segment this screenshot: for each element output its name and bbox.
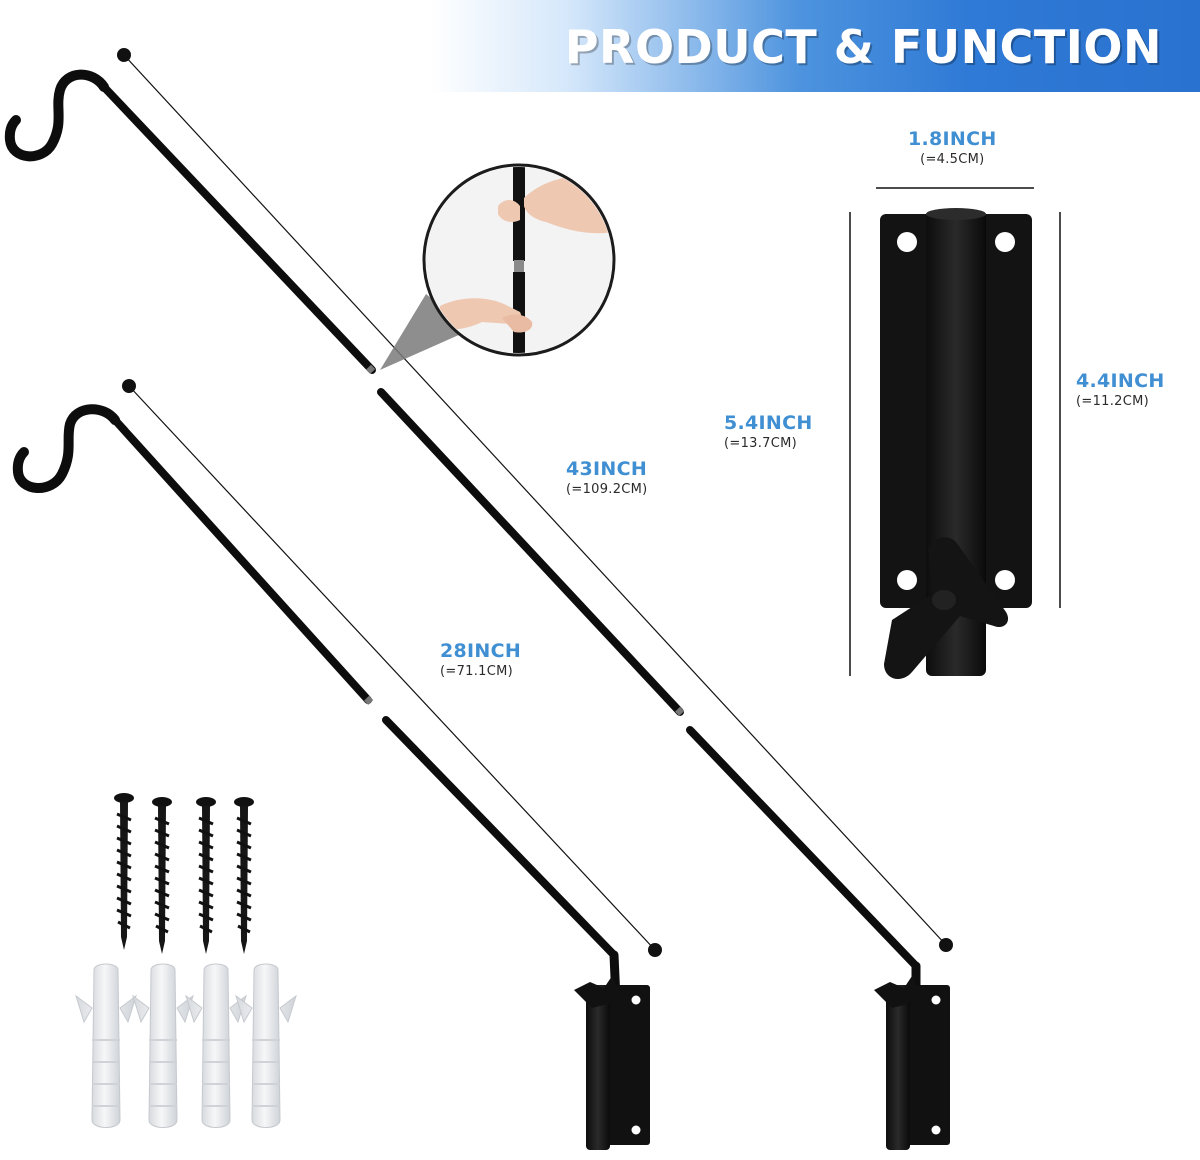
long-rod-dimension-line xyxy=(117,48,953,952)
short-rod-hook-icon xyxy=(12,404,120,493)
long-rod-length-label: 43INCH (=109.2CM) xyxy=(566,458,648,497)
anchors-set xyxy=(75,963,297,1128)
assembly-zoom-icon xyxy=(380,163,616,370)
bracket-width-value: 1.8INCH xyxy=(908,128,997,150)
bracket-plate-height-metric: (=11.2CM) xyxy=(1076,394,1149,409)
page-title: PRODUCT & FUNCTION xyxy=(564,20,1162,74)
bracket-width-label: 1.8INCH (=4.5CM) xyxy=(908,128,997,167)
anchor-icon xyxy=(235,963,297,1128)
anchor-icon xyxy=(75,963,137,1128)
long-rod-length-metric: (=109.2CM) xyxy=(566,482,648,497)
bracket-detail-icon xyxy=(880,208,1032,679)
long-rod-mount-bracket-icon xyxy=(874,976,950,1150)
bracket-total-height-label: 5.4INCH (=13.7CM) xyxy=(724,412,813,451)
screw-icon xyxy=(234,797,254,954)
short-rod-length-label: 28INCH (=71.1CM) xyxy=(440,640,521,679)
screw-icon xyxy=(114,793,134,950)
bracket-plate-height-label: 4.4INCH (=11.2CM) xyxy=(1076,370,1165,409)
screw-icon xyxy=(196,797,216,954)
screw-icon xyxy=(152,797,172,954)
bracket-plate-height-value: 4.4INCH xyxy=(1076,370,1165,392)
title-banner: PRODUCT & FUNCTION xyxy=(430,0,1200,92)
short-rod-length-value: 28INCH xyxy=(440,640,522,662)
long-rod-hook-icon xyxy=(4,69,109,162)
short-hook-rod xyxy=(12,404,621,1005)
short-rod-length-metric: (=71.1CM) xyxy=(440,664,513,679)
bracket-total-height-metric: (=13.7CM) xyxy=(724,436,797,451)
screws-set xyxy=(114,793,254,954)
short-rod-mount-bracket-icon xyxy=(574,976,650,1150)
bracket-width-metric: (=4.5CM) xyxy=(920,152,985,167)
short-rod-dimension-line xyxy=(122,379,662,957)
long-rod-length-value: 43INCH xyxy=(566,458,648,480)
bracket-total-height-value: 5.4INCH xyxy=(724,412,813,434)
anchor-icon xyxy=(132,963,194,1128)
anchor-icon xyxy=(185,963,247,1128)
